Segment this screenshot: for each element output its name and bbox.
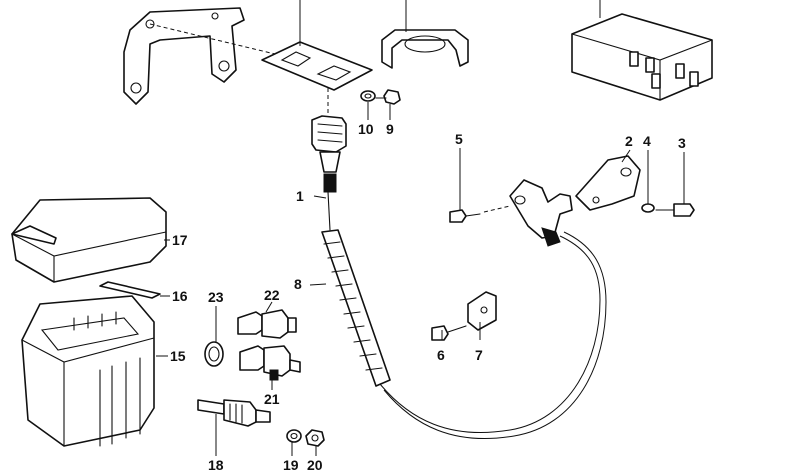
temperature-switch-22 <box>237 309 297 339</box>
bolt-3 <box>655 203 695 217</box>
callout-labels: 1 2 3 4 5 6 7 8 9 10 15 16 17 18 19 20 2… <box>170 121 686 473</box>
cable-conduit-8 <box>321 191 607 440</box>
callout-22: 22 <box>264 287 280 303</box>
callout-23: 23 <box>208 289 224 305</box>
temperature-sensor-21 <box>239 345 301 381</box>
callout-19: 19 <box>283 457 299 473</box>
washer-19 <box>286 429 302 443</box>
callout-3: 3 <box>678 135 686 151</box>
sealing-ring-23 <box>204 341 224 367</box>
leader-lines <box>156 102 685 456</box>
clip-holder <box>381 0 469 69</box>
relay <box>571 0 713 101</box>
sensor-plate <box>261 0 373 116</box>
cable-clip-7 <box>467 291 497 331</box>
connector-strip <box>99 281 161 299</box>
callout-15: 15 <box>170 348 186 364</box>
nut-20 <box>305 429 325 447</box>
callout-4: 4 <box>643 133 651 149</box>
bolt-9 <box>375 89 401 105</box>
callout-17: 17 <box>172 232 188 248</box>
glow-plug-18 <box>197 399 271 427</box>
sensor-bracket-2 <box>575 155 641 211</box>
washer-10 <box>360 90 376 102</box>
callout-10: 10 <box>358 121 374 137</box>
washer-4 <box>641 203 655 213</box>
crankshaft-sensor <box>509 179 573 247</box>
callout-18: 18 <box>208 457 224 473</box>
callout-20: 20 <box>307 457 323 473</box>
fuse-box-cover <box>11 197 167 283</box>
callout-16: 16 <box>172 288 188 304</box>
callout-21: 21 <box>264 391 280 407</box>
callout-7: 7 <box>475 347 483 363</box>
callout-9: 9 <box>386 121 394 137</box>
bolt-5 <box>449 205 511 223</box>
callout-6: 6 <box>437 347 445 363</box>
callout-8: 8 <box>294 276 302 292</box>
fuse-box-base <box>21 295 155 447</box>
sensor-connector <box>311 115 347 193</box>
callout-5: 5 <box>455 131 463 147</box>
screw-6 <box>431 325 467 341</box>
callout-1: 1 <box>296 188 304 204</box>
callout-2: 2 <box>625 133 633 149</box>
